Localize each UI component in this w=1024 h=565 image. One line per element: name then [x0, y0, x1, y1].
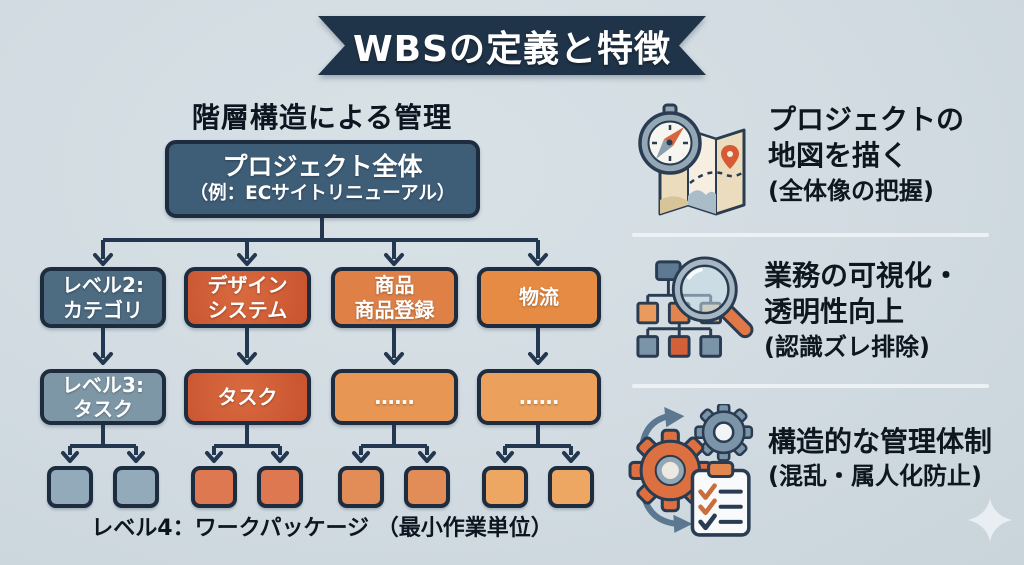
node-level2-logistics: 物流 [477, 267, 601, 328]
feature-visibility-subtitle: (認識ズレ排除) [764, 332, 930, 361]
root-title: プロジェクト全体 [222, 152, 423, 182]
feature-visibility: 業務の可視化・ 透明性向上 (認識ズレ排除) [764, 258, 1020, 364]
sparkle-decoration [968, 498, 1012, 546]
level4-caption: レベル4：ワークパッケージ （最小作業単位） [91, 516, 553, 541]
diagram-heading: 階層構造による管理 [191, 101, 453, 134]
node-level4-workpackage [47, 466, 93, 508]
root-subtitle: （例：ECサイトリニューアル） [189, 182, 456, 204]
node-level3-ellipsis-1: …… [331, 369, 458, 425]
title-banner: WBSの定義と特徴 [318, 16, 706, 75]
feature-map-subtitle: (全体像の把握) [768, 176, 934, 205]
node-project-root: プロジェクト全体 （例：ECサイトリニューアル） [165, 140, 480, 218]
feature-structure-subtitle: (混乱・属人化防止) [768, 462, 982, 491]
feature-map-title: プロジェクトの 地図を描く [768, 103, 965, 173]
feature-map: プロジェクトの 地図を描く (全体像の把握) [768, 102, 1018, 208]
divider-1 [632, 233, 989, 237]
node-level3-task: タスク [184, 369, 311, 425]
node-level4-workpackage [548, 466, 594, 508]
page-title: WBSの定義と特徴 [352, 28, 672, 70]
node-level3-task-label: レベル3: タスク [40, 369, 166, 425]
node-level2-product-registration: 商品 商品登録 [331, 267, 458, 328]
node-level2-category: レベル2: カテゴリ [40, 267, 166, 328]
node-level4-workpackage [113, 466, 159, 508]
slate-gear [694, 402, 754, 462]
orgchart-magnifier-icon [628, 254, 756, 376]
divider-2 [632, 384, 989, 388]
node-level4-workpackage [338, 466, 384, 508]
map-compass-icon [626, 98, 756, 222]
node-level2-design-system: デザイン システム [184, 267, 311, 328]
node-level4-workpackage [404, 466, 450, 508]
gears-checklist-icon [626, 402, 772, 540]
feature-structure: 構造的な管理体制 (混乱・属人化防止) [768, 424, 1024, 494]
node-level4-workpackage [482, 466, 528, 508]
feature-structure-title: 構造的な管理体制 [768, 425, 993, 458]
feature-visibility-title: 業務の可視化・ 透明性向上 [764, 259, 961, 329]
node-level3-ellipsis-2: …… [477, 369, 601, 425]
node-level4-workpackage [257, 466, 303, 508]
node-level4-workpackage [191, 466, 237, 508]
